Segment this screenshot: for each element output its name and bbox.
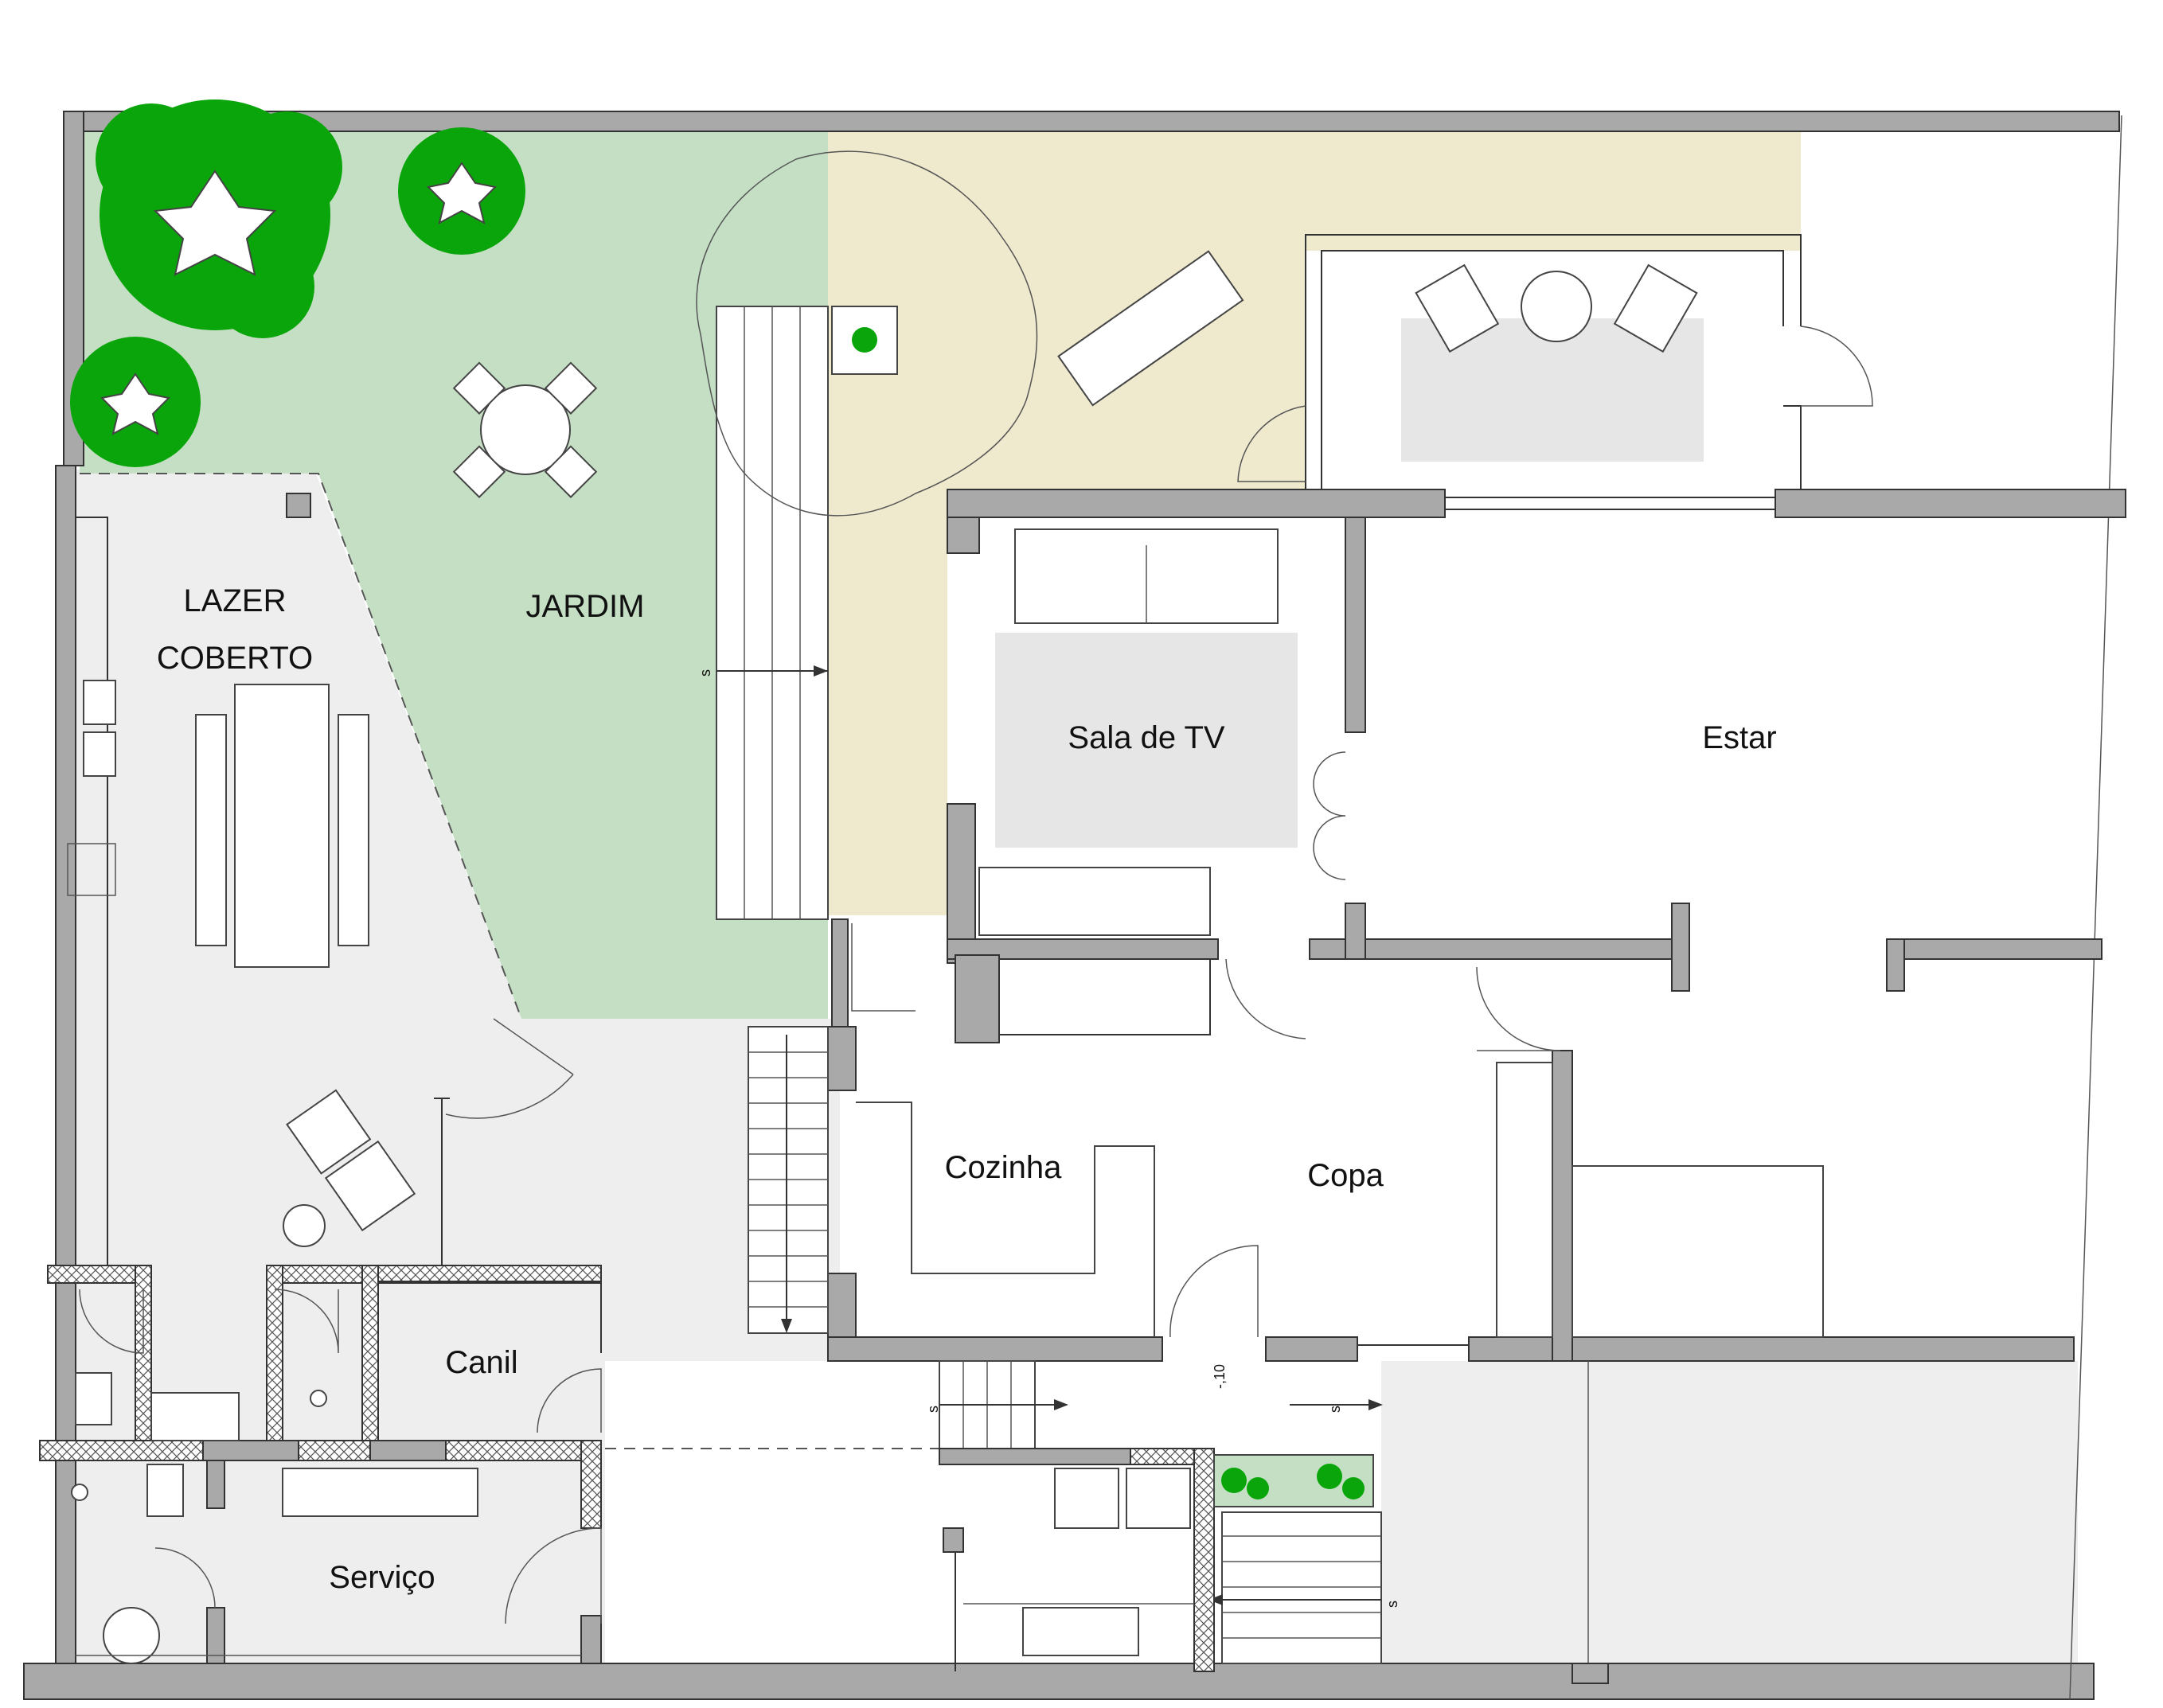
tv-cabinet: [978, 867, 1211, 936]
kitchen: [851, 923, 1259, 1338]
stair-mark-4: s: [1384, 1601, 1400, 1608]
bench-right: [338, 714, 369, 946]
side-passage-floor: [1381, 1361, 2078, 1679]
toilet-1: [75, 1372, 112, 1425]
veranda-chair-2: [1613, 263, 1698, 353]
stair-mark-1: s: [697, 669, 713, 677]
side-table: [283, 1204, 326, 1247]
level-mark: -,10: [1212, 1364, 1228, 1389]
stairs-right: [1208, 1511, 1382, 1664]
tree-large: [96, 99, 342, 338]
washbasin-counter: [150, 1392, 240, 1441]
service-block: [39, 1265, 939, 1664]
garden: [70, 99, 1038, 920]
label-copa: Copa: [1307, 1158, 1384, 1193]
sun-lounger: [1057, 250, 1244, 407]
toilet-2: [146, 1464, 184, 1517]
stairs-service: [939, 1360, 1383, 1449]
outer-walls: [23, 111, 2122, 1700]
tv-room-rug: [995, 633, 1298, 848]
estar-cabinet: [1571, 1165, 1824, 1338]
tree-small: [70, 337, 201, 467]
sink-2: [83, 731, 116, 777]
dining-table: [234, 684, 330, 968]
label-sala-tv: Sala de TV: [1068, 720, 1224, 755]
label-lazer: LAZER: [184, 583, 287, 618]
stair-mark-3: s: [1327, 1406, 1343, 1413]
drain: [310, 1390, 327, 1407]
tank-2: [1126, 1468, 1191, 1529]
tree-medium: [398, 127, 525, 255]
service-counter: [282, 1468, 478, 1517]
veranda-chair-1: [1415, 263, 1500, 353]
drain-2: [71, 1484, 88, 1501]
copa: [1357, 966, 1824, 1346]
leisure-area: [67, 473, 574, 1265]
stair-mark-2: s: [925, 1406, 941, 1413]
veranda-table: [1521, 271, 1592, 342]
utility-block: [939, 1361, 1609, 1684]
deck-floor: [828, 131, 1801, 915]
label-jardim: JARDIM: [526, 589, 645, 624]
tree-canopy-outline: [696, 150, 1038, 517]
veranda: [1237, 234, 1873, 510]
armchair-1: [286, 1089, 372, 1175]
label-cozinha: Cozinha: [945, 1150, 1063, 1185]
label-estar: Estar: [1702, 720, 1776, 755]
tank-1: [1054, 1468, 1119, 1529]
label-coberto: COBERTO: [157, 641, 313, 676]
stairs-left: [748, 1026, 829, 1334]
tv-room: [978, 528, 1346, 1039]
label-canil: Canil: [445, 1345, 517, 1380]
garden-floor: [80, 131, 828, 1019]
laundry-sink: [1022, 1607, 1139, 1656]
label-servico: Serviço: [329, 1560, 435, 1595]
counter-piece: [67, 843, 116, 896]
bench-left: [195, 714, 227, 946]
round-table-set: [452, 361, 598, 498]
armchair-2: [324, 1140, 416, 1232]
deck: [831, 250, 1244, 407]
sink-1: [83, 680, 116, 725]
garden-steps: [716, 306, 829, 920]
planter-plant: [852, 327, 877, 353]
washing-machine: [103, 1607, 160, 1664]
buffet: [1496, 1062, 1553, 1338]
room-labels: LAZER COBERTO JARDIM Sala de TV Estar Co…: [157, 583, 1777, 1608]
